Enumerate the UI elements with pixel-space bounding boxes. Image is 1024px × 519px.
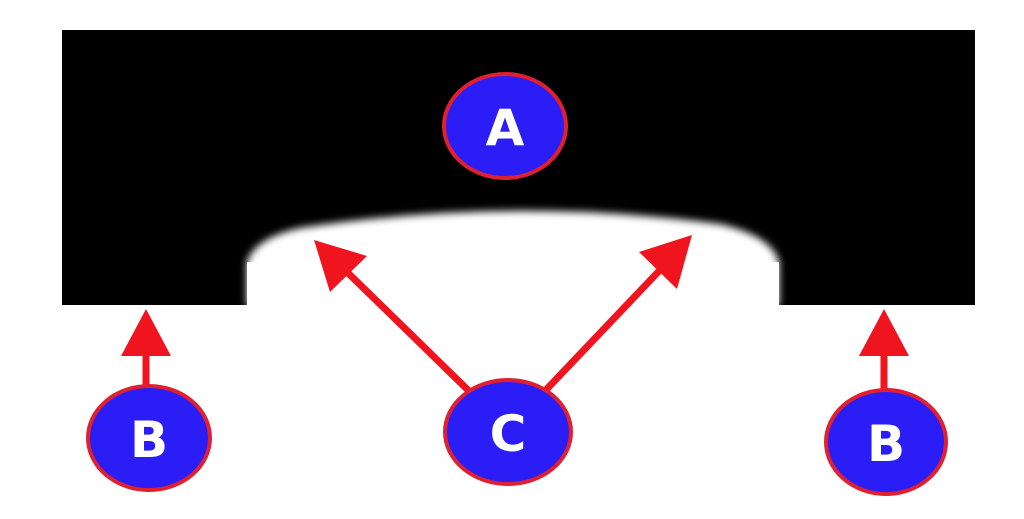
arrow-c-right [541, 267, 663, 395]
arrow-c-left [344, 269, 473, 395]
marker-b-right: B [824, 388, 948, 496]
marker-a-label: A [486, 99, 525, 157]
marker-c-label: C [490, 405, 527, 463]
arrow-c-right-head [639, 235, 692, 289]
marker-b-left: B [86, 384, 212, 492]
marker-c: C [443, 378, 573, 486]
arrow-b-left-head [121, 309, 171, 356]
arrow-c-left-head [314, 240, 367, 292]
arrows [121, 235, 909, 395]
arrow-b-right-head [859, 309, 909, 356]
marker-a: A [442, 72, 568, 180]
marker-b-left-label: B [130, 411, 168, 469]
marker-b-right-label: B [867, 415, 905, 473]
